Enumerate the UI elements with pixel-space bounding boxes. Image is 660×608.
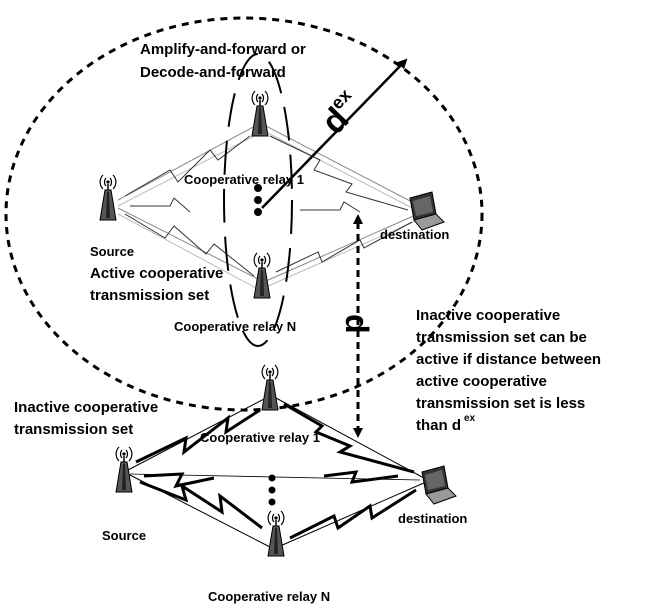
- thick-lightning-bolts: [135, 402, 417, 540]
- af-df-label-line1: Amplify-and-forward or: [140, 41, 306, 58]
- thin-lightning-bolts: [124, 135, 413, 277]
- relay-ellipsis-dots: [268, 474, 276, 506]
- links: [127, 397, 427, 548]
- note-line-3: active if distance between: [416, 351, 601, 368]
- top-source-label: Source: [90, 244, 134, 259]
- bottom-source-label: Source: [102, 528, 146, 543]
- inactive-transmission-set: Inactive cooperative transmission set Co…: [14, 364, 467, 604]
- radio-tower-icon: [267, 510, 285, 557]
- top-relay-n-label: Cooperative relay N: [174, 319, 296, 334]
- af-df-label-line2: Decode-and-forward: [140, 64, 286, 81]
- note-line-6: than d: [416, 417, 461, 434]
- note-line-5: transmission set is less: [416, 395, 585, 412]
- active-set-label-line2: transmission set: [90, 287, 209, 304]
- note-line-2: transmission set can be: [416, 329, 587, 346]
- activation-condition-note: Inactive cooperative transmission set ca…: [416, 307, 601, 434]
- thin-links: [117, 125, 419, 290]
- top-destination-label: destination: [380, 227, 449, 242]
- d-distance-arrow: d: [339, 214, 375, 438]
- radio-tower-icon: [261, 364, 279, 411]
- inactive-set-label-line2: transmission set: [14, 421, 133, 438]
- radio-tower-icon: [99, 174, 117, 221]
- relay-ellipsis-dots: [254, 184, 262, 216]
- laptop-icon: [421, 465, 457, 505]
- inactive-set-label-line1: Inactive cooperative: [14, 399, 158, 416]
- note-line-1: Inactive cooperative: [416, 307, 560, 324]
- relay-group-boundary: [223, 53, 293, 347]
- bottom-relay-1-label: Cooperative relay 1: [200, 430, 320, 445]
- active-set-label-line1: Active cooperative: [90, 265, 223, 282]
- bottom-relay-n-label: Cooperative relay N: [208, 589, 330, 604]
- laptop-icon: [409, 191, 445, 231]
- top-relay-1-label: Cooperative relay 1: [184, 172, 304, 187]
- radio-tower-icon: [251, 90, 269, 137]
- active-transmission-set: Amplify-and-forward or Decode-and-forwar…: [4, 16, 484, 412]
- d-ex-radius-arrow: d ex: [261, 58, 408, 209]
- radio-tower-icon: [253, 252, 271, 299]
- note-line-6-superscript: ex: [464, 413, 476, 424]
- note-line-4: active cooperative: [416, 373, 547, 390]
- bottom-destination-label: destination: [398, 511, 467, 526]
- d-label: d: [339, 314, 375, 334]
